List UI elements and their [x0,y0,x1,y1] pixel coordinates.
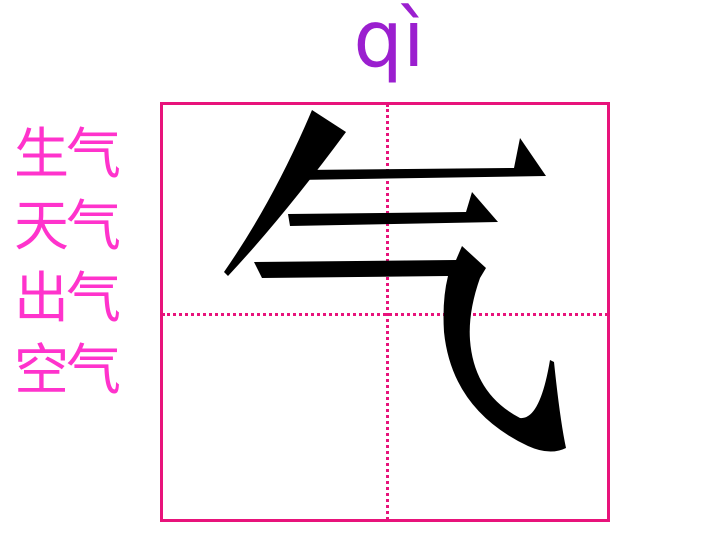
word-item: 天气 [14,194,121,258]
word-item: 空气 [14,338,121,402]
grid-horizontal-guide [162,313,608,316]
stroke-heng-zhe-gou [254,246,566,452]
word-list: 生气 天气 出气 空气 [14,118,144,406]
stroke-heng-1 [296,138,546,180]
stroke-pie [224,110,346,276]
pinyin-label: qì [353,0,425,85]
writing-grid [160,102,610,522]
stroke-heng-2 [288,192,498,226]
word-item: 生气 [14,122,121,186]
grid-vertical-guide [386,104,389,520]
word-item: 出气 [14,266,121,330]
